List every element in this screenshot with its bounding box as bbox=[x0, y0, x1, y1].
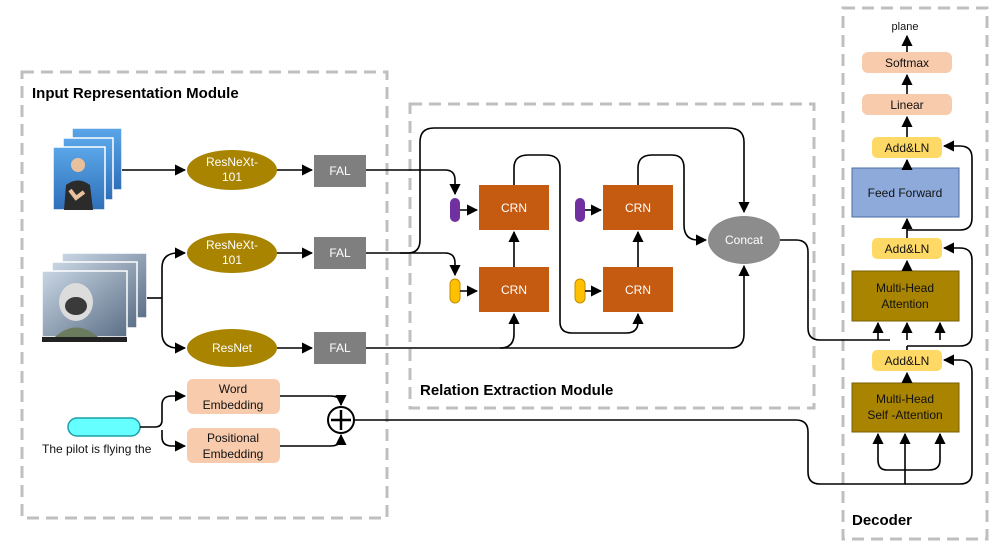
crn-block-top-left: CRN bbox=[479, 185, 549, 230]
crn-block-bottom-left: CRN bbox=[479, 267, 549, 312]
svg-text:Add&LN: Add&LN bbox=[885, 242, 930, 256]
connectors bbox=[122, 34, 973, 485]
svg-text:FAL: FAL bbox=[329, 341, 351, 355]
svg-text:Embedding: Embedding bbox=[203, 398, 264, 412]
positional-embedding-block: Positional Embedding bbox=[187, 428, 280, 463]
svg-text:ResNeXt-: ResNeXt- bbox=[206, 238, 258, 252]
relation-module-box bbox=[408, 102, 816, 410]
pilot-cockpit-video-frames-image bbox=[41, 252, 148, 342]
svg-text:ResNet: ResNet bbox=[212, 341, 253, 355]
resnext-101-mid-block: ResNeXt- 101 bbox=[187, 233, 277, 273]
concat-node: Concat bbox=[708, 216, 780, 264]
svg-text:Attention: Attention bbox=[881, 297, 928, 311]
svg-text:Add&LN: Add&LN bbox=[885, 354, 930, 368]
svg-text:Multi-Head: Multi-Head bbox=[876, 392, 934, 406]
input-module-title: Input Representation Module bbox=[32, 85, 239, 102]
output-word: plane bbox=[892, 21, 919, 33]
plus-circle-icon bbox=[327, 406, 355, 434]
fal-top-block: FAL bbox=[314, 155, 366, 187]
svg-text:Positional: Positional bbox=[207, 431, 259, 445]
input-module-box bbox=[20, 70, 389, 520]
add-ln-block-mid: Add&LN bbox=[872, 238, 942, 259]
add-ln-block-top: Add&LN bbox=[872, 137, 942, 158]
svg-text:Linear: Linear bbox=[890, 98, 923, 112]
linear-block: Linear bbox=[862, 94, 952, 115]
purple-pill-left bbox=[450, 198, 460, 222]
resnext-101-top-block: ResNeXt- 101 bbox=[187, 150, 277, 190]
resnet-block: ResNet bbox=[187, 329, 277, 367]
svg-text:Word: Word bbox=[219, 382, 247, 396]
svg-text:CRN: CRN bbox=[501, 201, 527, 215]
svg-text:CRN: CRN bbox=[625, 283, 651, 297]
fal-mid-block: FAL bbox=[314, 237, 366, 269]
multi-head-attention-block: Multi-Head Attention bbox=[851, 270, 960, 322]
input-sentence: The pilot is flying the bbox=[42, 442, 152, 456]
decoder-module-title: Decoder bbox=[852, 512, 912, 529]
svg-text:Multi-Head: Multi-Head bbox=[876, 281, 934, 295]
add-ln-block-bottom: Add&LN bbox=[872, 350, 942, 371]
svg-text:Self -Attention: Self -Attention bbox=[867, 408, 942, 422]
softmax-block: Softmax bbox=[862, 52, 952, 73]
yellow-pill-left bbox=[449, 278, 461, 304]
word-embedding-block: Word Embedding bbox=[187, 379, 280, 414]
svg-text:CRN: CRN bbox=[625, 201, 651, 215]
svg-text:Feed Forward: Feed Forward bbox=[868, 186, 943, 200]
crn-block-bottom-right: CRN bbox=[603, 267, 673, 312]
text-token-capsule bbox=[67, 417, 141, 437]
svg-text:ResNeXt-: ResNeXt- bbox=[206, 155, 258, 169]
yellow-pill-right bbox=[574, 278, 586, 304]
svg-text:FAL: FAL bbox=[329, 246, 351, 260]
svg-text:FAL: FAL bbox=[329, 164, 351, 178]
fal-bottom-block: FAL bbox=[314, 332, 366, 364]
svg-text:101: 101 bbox=[222, 253, 242, 267]
svg-text:Softmax: Softmax bbox=[885, 56, 929, 70]
svg-text:Concat: Concat bbox=[725, 233, 764, 247]
feed-forward-block: Feed Forward bbox=[851, 167, 960, 218]
multi-head-self-attention-block: Multi-Head Self -Attention bbox=[851, 382, 960, 433]
svg-text:101: 101 bbox=[222, 170, 242, 184]
relation-module-title: Relation Extraction Module bbox=[420, 382, 613, 399]
svg-text:CRN: CRN bbox=[501, 283, 527, 297]
svg-text:Embedding: Embedding bbox=[203, 447, 264, 461]
sign-language-video-frames-image bbox=[52, 127, 123, 211]
crn-block-top-right: CRN bbox=[603, 185, 673, 230]
decoder-module-box bbox=[841, 6, 989, 541]
purple-pill-right bbox=[575, 198, 585, 222]
svg-text:Add&LN: Add&LN bbox=[885, 141, 930, 155]
